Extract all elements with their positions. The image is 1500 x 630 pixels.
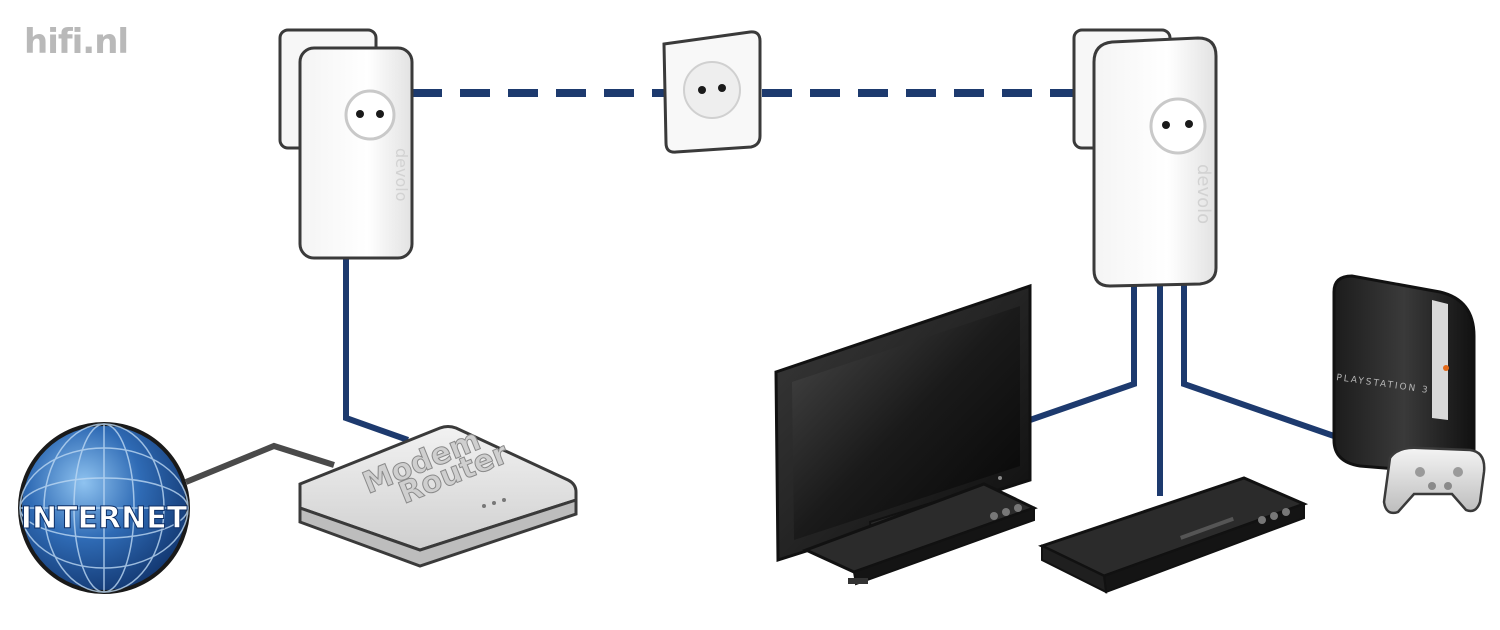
powerline-adapter-left: devolo	[278, 28, 414, 260]
watermark: hifi.nl	[24, 22, 129, 62]
game-controller-icon	[1382, 446, 1486, 515]
adapter-brand-left: devolo	[392, 148, 411, 202]
internet-globe-icon: INTERNET	[18, 422, 190, 594]
cable-internet-to-router	[184, 442, 335, 485]
cable-adapter-to-console	[1181, 282, 1335, 439]
modem-router: Modem Router	[298, 422, 578, 568]
media-player	[1038, 476, 1309, 594]
cable-adapter-to-router	[343, 258, 410, 443]
game-console: PLAYSTATION 3	[1332, 274, 1476, 476]
cable-adapter-to-tv	[1029, 282, 1137, 423]
wall-socket	[662, 30, 762, 154]
internet-label: INTERNET	[21, 501, 188, 536]
media-box-under-tv	[802, 482, 1038, 586]
powerline-adapter-right: devolo	[1072, 28, 1218, 288]
adapter-brand-right: devolo	[1193, 164, 1214, 224]
